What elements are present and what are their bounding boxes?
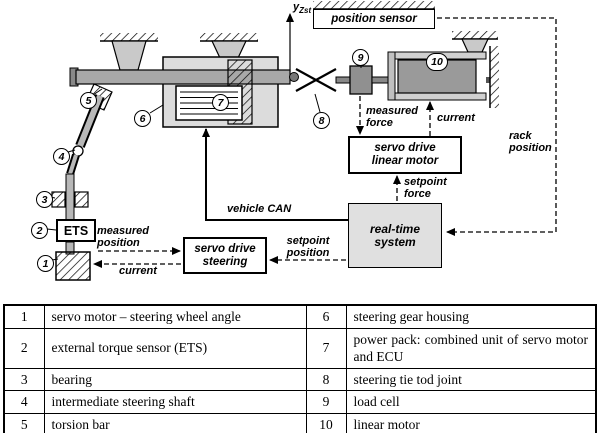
legend-desc: external torque sensor (ETS): [43, 327, 307, 369]
load-cell-block: [349, 65, 391, 95]
legend-num: 9: [305, 390, 347, 414]
legend-row: 5 torsion bar 10 linear motor: [3, 412, 597, 433]
legend-num: 3: [3, 367, 45, 392]
legend-row: 2 external torque sensor (ETS) 7 power p…: [3, 327, 597, 369]
steering-rack: [69, 67, 291, 87]
right-wall-hatch: [489, 46, 499, 108]
label-measured-position: measured position: [97, 225, 149, 249]
legend-num: 10: [305, 412, 347, 433]
label-current-steering: current: [119, 265, 157, 277]
ground-hatch-position-sensor: [313, 1, 435, 10]
real-time-system-box: real-time system: [348, 203, 442, 268]
label-vehicle-can: vehicle CAN: [227, 203, 292, 215]
signal-arrows: [93, 17, 557, 268]
y-symbol: y: [293, 1, 300, 13]
legend-num: 8: [305, 367, 347, 392]
callout-5: 5: [80, 92, 97, 109]
power-pack-box: [175, 85, 243, 121]
callout-7: 7: [212, 94, 229, 111]
legend-desc: power pack: combined unit of servo motor…: [345, 327, 597, 369]
legend-num: 2: [3, 327, 45, 369]
legend-num: 5: [3, 412, 45, 433]
test-bench-diagram: yZst position sensor measured force curr…: [31, 1, 557, 281]
legend-desc: servo motor – steering wheel angle: [43, 304, 307, 329]
legend-num: 7: [305, 327, 347, 369]
diagram-linework: [46, 1, 557, 281]
legend-row: 4 intermediate steering shaft 9 load cel…: [3, 390, 597, 414]
callout-3: 3: [36, 191, 53, 208]
rack-position-arrow: [437, 17, 557, 236]
callout-6: 6: [134, 110, 151, 127]
label-rack-position: rack position: [509, 130, 552, 154]
servo-drive-linear-motor-box: servo drive linear motor: [348, 136, 462, 174]
y-subscript: Zst: [299, 6, 312, 15]
legend-table: 1 servo motor – steering wheel angle 6 s…: [3, 304, 597, 433]
vehicle-can-line: [202, 128, 348, 221]
label-setpoint-force: setpoint force: [404, 176, 447, 200]
callout-10: 10: [426, 53, 448, 71]
legend-num: 1: [3, 304, 45, 329]
legend-num: 6: [305, 304, 347, 329]
legend-desc: linear motor: [345, 412, 597, 433]
legend-row: 3 bearing 8 steering tie tod joint: [3, 367, 597, 392]
label-rack-displacement: yZst: [293, 1, 312, 15]
servo-motor-block: [55, 251, 91, 281]
intermediate-steering-shaft: [65, 94, 105, 255]
legend-row: 1 servo motor – steering wheel angle 6 s…: [3, 304, 597, 329]
legend-desc: bearing: [43, 367, 307, 392]
label-measured-force: measured force: [366, 105, 418, 129]
legend-desc: steering tie tod joint: [345, 367, 597, 392]
position-sensor-box: position sensor: [313, 9, 435, 29]
legend-desc: load cell: [345, 390, 597, 414]
legend-num: 4: [3, 390, 45, 414]
callout-1: 1: [37, 255, 54, 272]
ets-box: ETS: [56, 219, 96, 242]
servo-drive-steering-box: servo drive steering: [183, 237, 267, 274]
legend-desc: steering gear housing: [345, 304, 597, 329]
legend-desc: torsion bar: [43, 412, 307, 433]
tie-rod-linkage: [289, 68, 351, 92]
label-setpoint-position: setpoint position: [286, 235, 330, 259]
callout-8: 8: [313, 112, 330, 129]
callout-9: 9: [352, 49, 369, 66]
callout-4: 4: [53, 148, 70, 165]
callout-2: 2: [31, 222, 48, 239]
legend-desc: intermediate steering shaft: [43, 390, 307, 414]
top-mounts: [100, 33, 258, 71]
label-current-linear: current: [437, 112, 475, 124]
